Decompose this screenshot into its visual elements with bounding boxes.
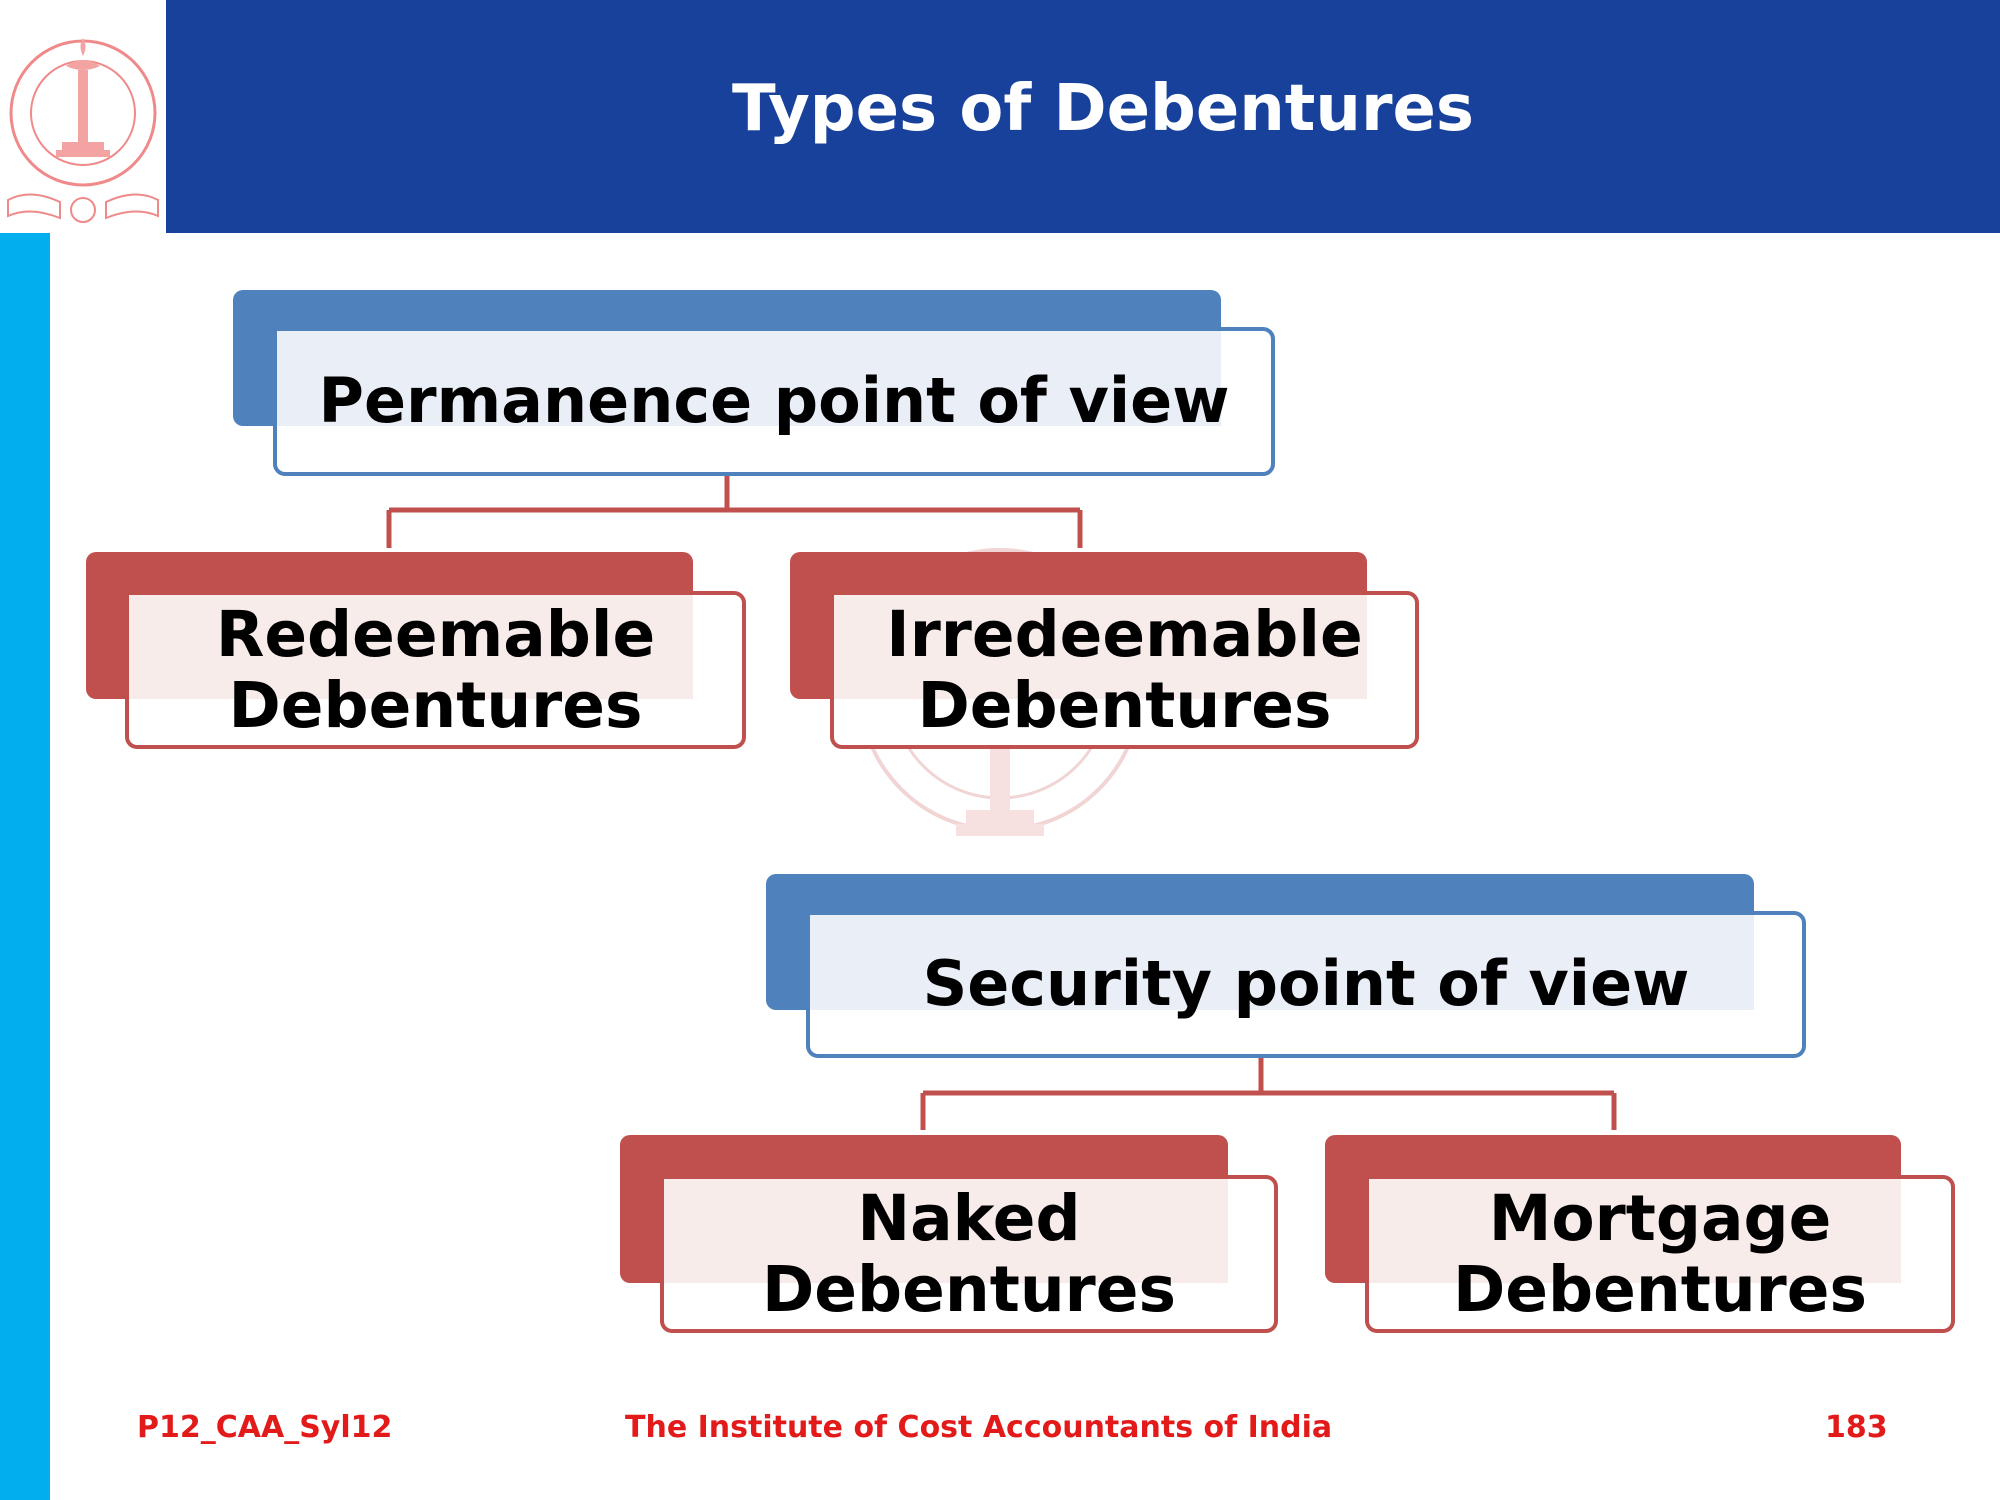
irredeemable-label: Irredeemable Debentures [886, 597, 1363, 742]
mortgage-label: Mortgage Debentures [1453, 1181, 1867, 1326]
page-number: 183 [1825, 1410, 1888, 1445]
permanence-heading: Permanence point of view [318, 364, 1230, 438]
footer-code: P12_CAA_Syl12 [137, 1410, 393, 1445]
slide-title: Types of Debentures [732, 72, 1474, 146]
title-banner: Types of Debentures [166, 0, 2000, 233]
naked-box: Naked Debentures [620, 1135, 1278, 1333]
security-heading: Security point of view [922, 947, 1690, 1021]
institute-logo [0, 0, 166, 233]
irredeemable-box: Irredeemable Debentures [790, 552, 1419, 749]
naked-label: Naked Debentures [762, 1181, 1176, 1326]
mortgage-box: Mortgage Debentures [1325, 1135, 1955, 1333]
institute-seal-icon [7, 38, 159, 223]
permanence-heading-box: Permanence point of view [233, 290, 1275, 476]
redeemable-box: Redeemable Debentures [86, 552, 746, 749]
redeemable-label: Redeemable Debentures [215, 597, 656, 742]
security-heading-box: Security point of view [766, 874, 1806, 1058]
side-accent-bar [0, 233, 50, 1500]
footer-institute: The Institute of Cost Accountants of Ind… [625, 1410, 1333, 1445]
